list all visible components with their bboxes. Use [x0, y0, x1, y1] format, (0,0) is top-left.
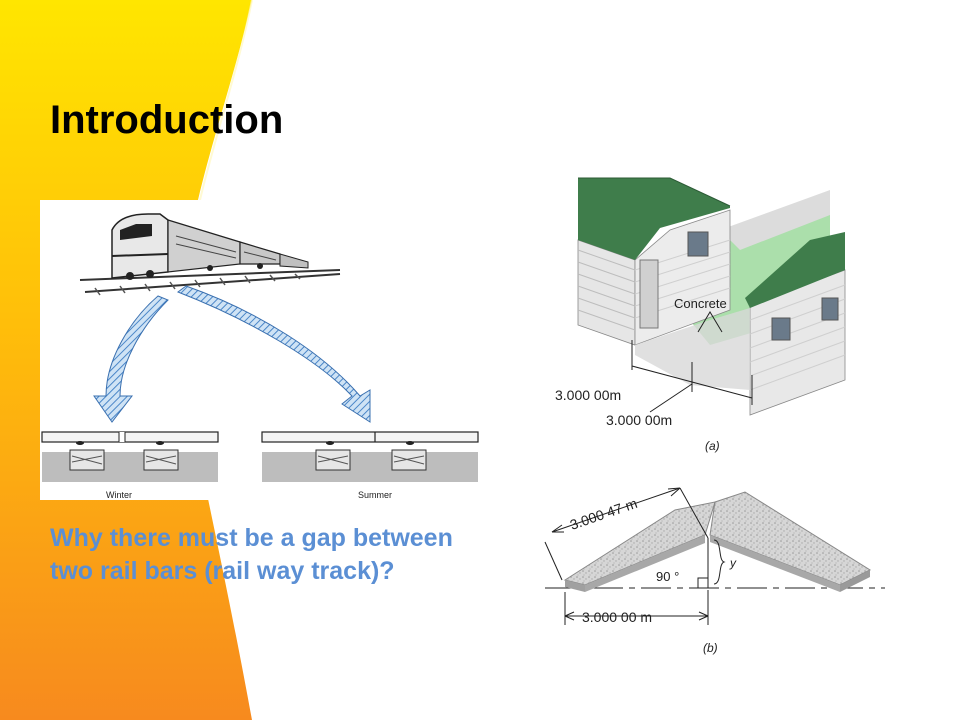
- summer-arrow: [176, 285, 371, 423]
- winter-arrow: [93, 295, 169, 423]
- train-illustration: [111, 213, 309, 280]
- right-house: [745, 232, 846, 416]
- figure-caption-a: (a): [705, 439, 720, 453]
- summer-label: Summer: [358, 490, 392, 500]
- slabs-buckling-figure: 3.000 47 m 90 ° y 3.000 00 m (b): [540, 480, 895, 665]
- summer-rail-section: [261, 431, 479, 482]
- rail-track: [79, 269, 341, 296]
- left-slab: [563, 501, 716, 592]
- winter-label: Winter: [106, 490, 132, 500]
- right-slab: [709, 491, 872, 592]
- figure-caption-b: (b): [703, 641, 718, 655]
- slide-title: Introduction: [50, 98, 284, 142]
- base-dimension-label: 3.000 00 m: [582, 609, 652, 625]
- train-rail-figure: Winter Summer: [40, 200, 480, 500]
- angle-label: 90 °: [656, 569, 679, 584]
- left-house: [577, 177, 731, 346]
- houses-concrete-figure: Concrete 3.000 00m 3.000 00m (a): [540, 170, 855, 460]
- y-label: y: [729, 556, 737, 570]
- dimension-lines: [631, 340, 753, 413]
- dimension-label-2: 3.000 00m: [606, 412, 672, 428]
- dimension-label-1: 3.000 00m: [555, 387, 621, 403]
- question-text: Why there must be a gap between two rail…: [50, 524, 453, 585]
- concrete-label: Concrete: [674, 296, 727, 311]
- slant-dimension-label: 3.000 47 m: [568, 495, 639, 533]
- winter-rail-section: [41, 431, 219, 482]
